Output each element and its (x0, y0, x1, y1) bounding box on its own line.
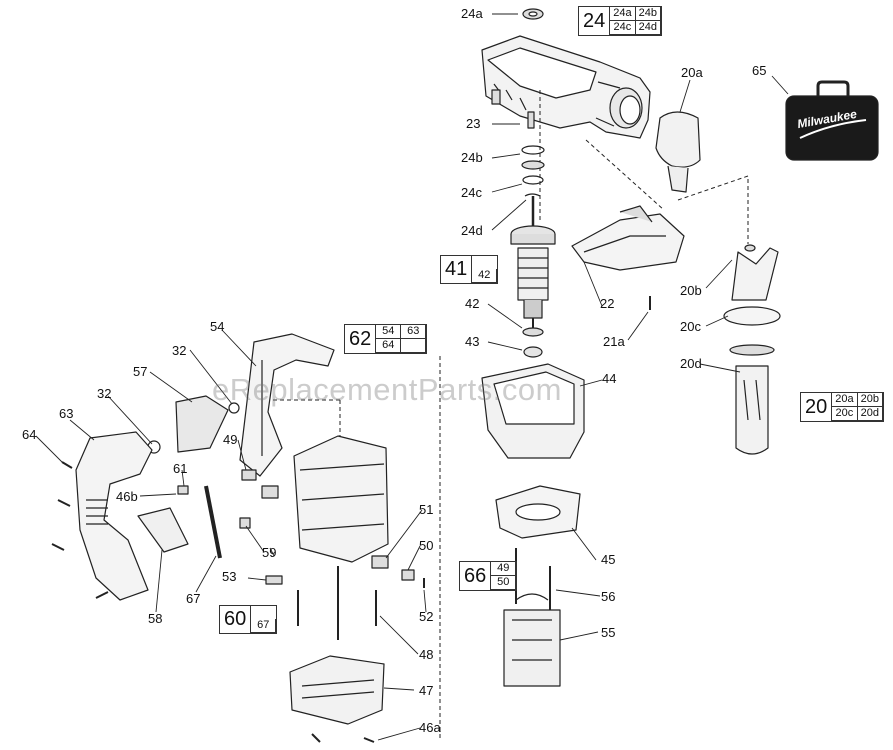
kit-62-sub: 64 (376, 339, 402, 353)
kit-24-sub: 24a (610, 7, 636, 21)
handle-half-63 (75, 431, 153, 601)
label-20b: 20b (680, 283, 702, 298)
washer-32a (228, 402, 240, 414)
kit-24-sub: 24c (610, 21, 636, 35)
motor-housing (293, 435, 389, 563)
screws-48 (297, 566, 377, 640)
side-cover-22 (571, 205, 685, 271)
part-53 (265, 575, 283, 585)
kit-box-66: 66 49 50 (459, 561, 518, 591)
armature-41 (510, 196, 556, 330)
label-57: 57 (133, 364, 148, 379)
label-49: 49 (223, 432, 238, 447)
carrying-case-65 (785, 80, 879, 161)
kit-box-24: 24 24a 24b 24c 24d (578, 6, 662, 36)
part-51 (371, 555, 389, 569)
label-51: 51 (419, 502, 434, 517)
clip-24d (524, 193, 541, 197)
label-46a: 46a (419, 720, 441, 735)
kit-60-number: 60 (220, 606, 252, 633)
kit-24-number: 24 (579, 7, 611, 35)
label-22: 22 (600, 296, 615, 311)
switch-57 (175, 395, 229, 453)
label-59: 59 (262, 545, 277, 560)
label-20c: 20c (680, 319, 701, 334)
kit-62-sub: 63 (401, 325, 427, 339)
label-23: 23 (466, 116, 481, 131)
kit-66-sub: 50 (491, 576, 517, 590)
part-61 (177, 485, 189, 495)
kit-box-20: 20 20a 20b 20c 20d (800, 392, 884, 422)
label-20d: 20d (680, 356, 702, 371)
kit-box-60: 60 67 (219, 605, 278, 634)
kit-66-sub: 49 (491, 562, 517, 576)
kit-20-sub: 20d (857, 407, 883, 421)
label-64: 64 (22, 427, 37, 442)
label-47: 47 (419, 683, 434, 698)
kit-62-sub (401, 339, 427, 353)
rod-67 (204, 485, 222, 559)
label-24a: 24a (461, 6, 483, 21)
label-24d: 24d (461, 223, 483, 238)
kit-66-number: 66 (460, 562, 492, 590)
label-53: 53 (222, 569, 237, 584)
kit-41-number: 41 (441, 256, 473, 283)
label-43: 43 (465, 334, 480, 349)
kit-box-62: 62 54 63 64 (344, 324, 428, 354)
label-32a: 32 (172, 343, 187, 358)
label-61: 61 (173, 461, 188, 476)
field-55 (503, 593, 561, 687)
kit-20-number: 20 (801, 393, 833, 421)
bearing-24a (522, 8, 544, 20)
baffle-45 (495, 485, 581, 539)
label-45: 45 (601, 552, 616, 567)
label-42: 42 (465, 296, 480, 311)
kit-24-sub: 24d (635, 21, 661, 35)
clamp-band-20a (655, 111, 701, 193)
label-50: 50 (419, 538, 434, 553)
label-24c: 24c (461, 185, 482, 200)
plate-58 (137, 507, 189, 553)
side-handle-20 (723, 244, 781, 455)
kit-20-sub: 20c (832, 407, 858, 421)
label-63: 63 (59, 406, 74, 421)
kit-box-41: 41 42 (440, 255, 499, 284)
label-46b: 46b (116, 489, 138, 504)
end-cap-47 (289, 655, 385, 725)
label-58: 58 (148, 611, 163, 626)
part-59 (239, 517, 251, 529)
label-67: 67 (186, 591, 201, 606)
kit-60-sub: 67 (251, 619, 277, 633)
label-55: 55 (601, 625, 616, 640)
label-44: 44 (602, 371, 617, 386)
kit-20-sub: 20a (832, 393, 858, 407)
label-32b: 32 (97, 386, 112, 401)
label-20a: 20a (681, 65, 703, 80)
part-50 (401, 569, 415, 581)
part-49 (241, 469, 257, 481)
bearing-43 (523, 346, 543, 358)
kit-20-sub: 20b (857, 393, 883, 407)
kit-41-sub: 42 (472, 269, 498, 283)
screws-64 (51, 461, 109, 599)
kit-62-sub: 54 (376, 325, 402, 339)
label-52: 52 (419, 609, 434, 624)
kit-24-sub: 24b (635, 7, 661, 21)
label-24b: 24b (461, 150, 483, 165)
gear-housing-23 (481, 35, 651, 139)
ring-24c (522, 175, 544, 185)
label-56: 56 (601, 589, 616, 604)
label-54: 54 (210, 319, 225, 334)
watermark: eReplacementParts.com (212, 372, 562, 407)
label-21a: 21a (603, 334, 625, 349)
kit-62-number: 62 (345, 325, 377, 353)
ring-24b (521, 145, 545, 155)
label-65: 65 (752, 63, 767, 78)
bearing-42 (522, 327, 544, 337)
motor-housing-44 (481, 363, 585, 459)
screws-46a (311, 733, 375, 743)
label-48: 48 (419, 647, 434, 662)
